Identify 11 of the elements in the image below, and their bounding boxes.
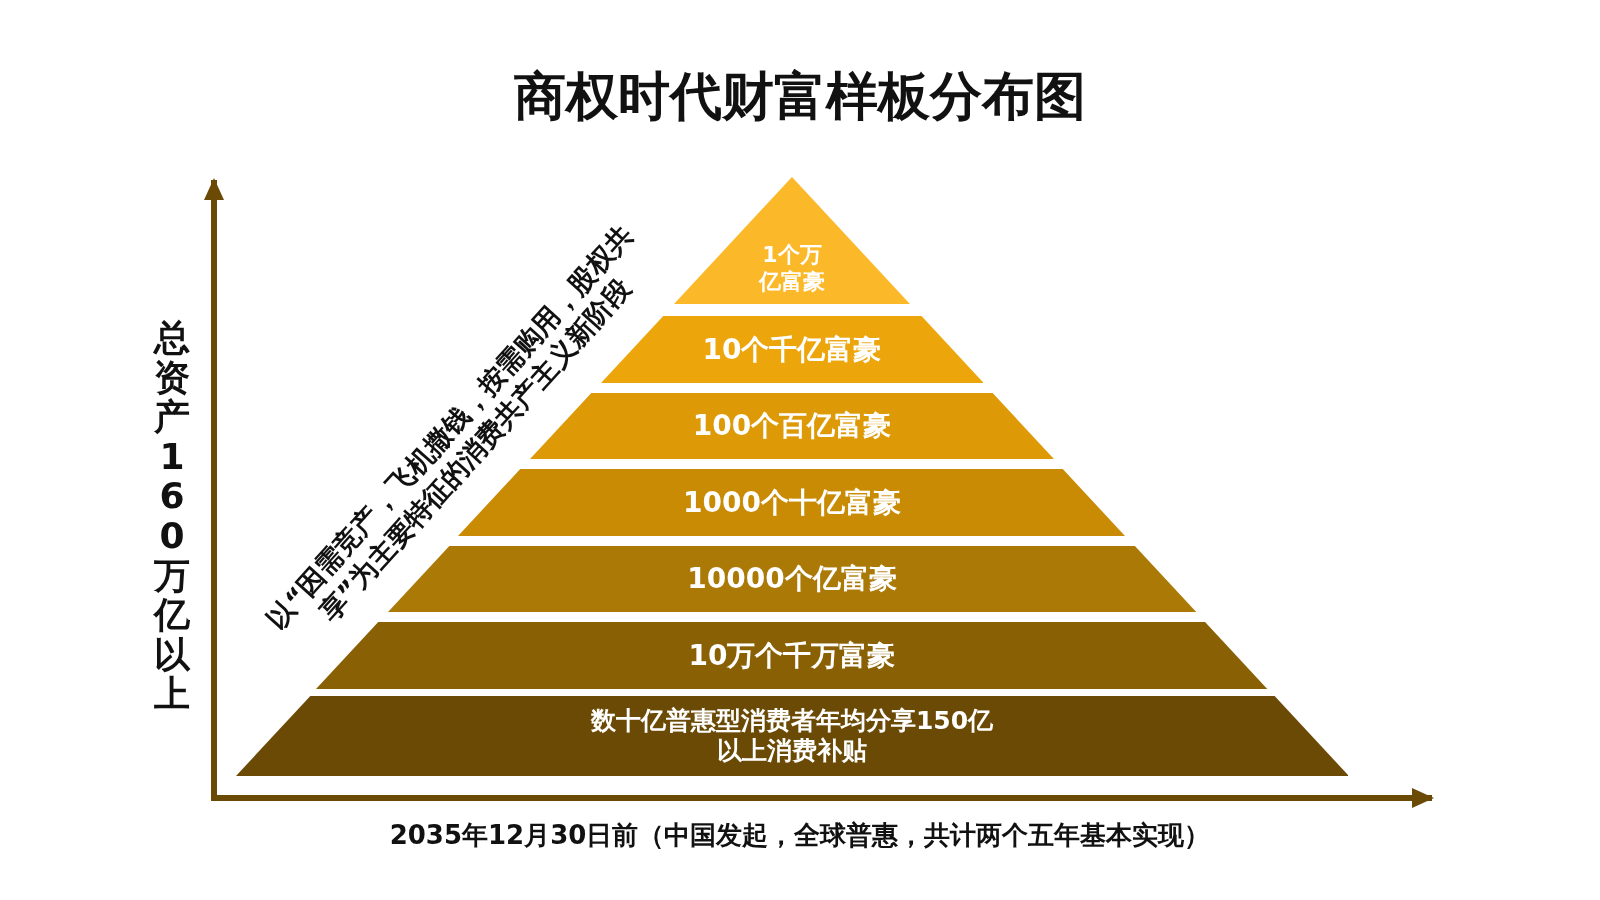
tier-label: 数十亿普惠型消费者年均分享150亿以上消费补贴 [589,706,995,766]
tier-label: 10万个千万富豪 [688,638,896,673]
diagonal-note: 以“因需竞产，飞机撒钱，按需购用，股权共享”为主要特征的消费共产主义新阶段 [259,218,640,637]
tier-label: 1个万亿富豪 [757,242,826,295]
tier-label: 1000个十亿富豪 [683,485,901,520]
tier-label: 100个百亿富豪 [692,409,892,443]
axis-title: 2035年12月30日前（中国发起，全球普惠，共计两个五年基本实现） [389,819,1211,852]
tier-label: 10个千亿富豪 [702,332,882,367]
axis-title: 总资产160万亿以上 [152,318,191,714]
tier-label: 10000个亿富豪 [687,562,897,596]
title: 商权时代财富样板分布图 [514,65,1086,128]
